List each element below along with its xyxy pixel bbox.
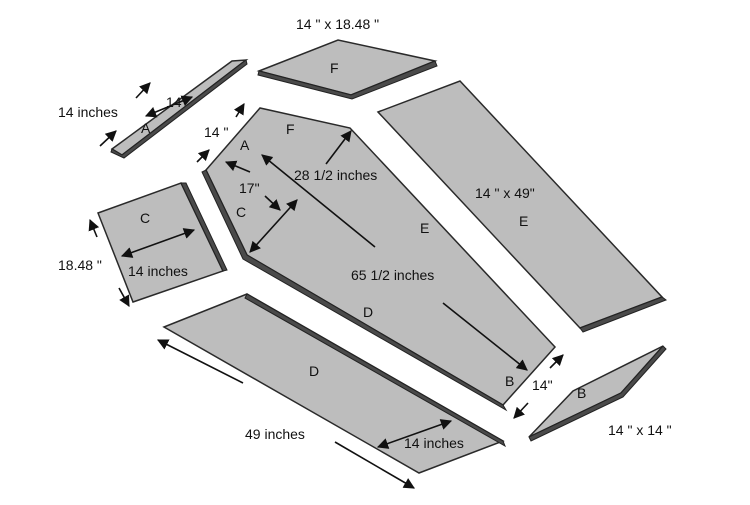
coffin-b-arrow-lower	[513, 402, 529, 419]
coffin-body-edge	[201, 169, 508, 412]
coffin-b-dim: 14"	[532, 377, 553, 393]
panel-d: D 49 inches 14 inches	[157, 293, 506, 489]
panel-d-length-label: 49 inches	[245, 426, 305, 442]
coffin-a-letter: A	[240, 137, 250, 153]
coffin-shoulder-label: 28 1/2 inches	[294, 167, 377, 183]
coffin-b-arrow-upper	[549, 354, 564, 369]
panel-a-side-arrow-lower	[99, 130, 117, 147]
coffin-a-arrow-lower	[196, 149, 210, 163]
panel-f-shape	[256, 39, 438, 96]
panel-a-width-arrow	[144, 95, 194, 118]
coffin-e-letter: E	[420, 220, 429, 236]
panel-c-width-arrow	[120, 228, 196, 258]
panel-c-width-label: 14 inches	[128, 263, 188, 279]
panel-f-edge	[257, 60, 438, 100]
coffin-length-arrow-upper	[261, 154, 376, 248]
panel-d-edge	[244, 293, 506, 448]
panel-a-side-label: 14 inches	[58, 104, 118, 120]
panel-d-length-arrow-lower	[334, 441, 415, 489]
panel-e: 14 " x 49" E	[376, 80, 668, 333]
coffin-length-arrow-lower	[442, 302, 528, 371]
coffin-d-letter: D	[363, 304, 373, 320]
panel-b-edge	[528, 345, 667, 442]
panel-b: B 14 " x 14 "	[528, 345, 672, 442]
coffin-shoulder-arrow	[325, 130, 352, 165]
panel-a-letter: A	[141, 120, 151, 136]
coffin-body: A 14 " F C 17" 28 1/2 inches E 65 1/2 in…	[196, 103, 564, 419]
panel-c-edge	[180, 182, 228, 272]
coffin-c-dim-arrow-lower	[264, 195, 281, 211]
panel-b-letter: B	[577, 385, 586, 401]
panel-f-letter: F	[330, 60, 339, 76]
panel-e-size-label: 14 " x 49"	[475, 185, 535, 201]
panel-c-side-arrow-upper	[88, 218, 100, 238]
coffin-a-dim: 14 "	[204, 124, 228, 140]
coffin-length-label: 65 1/2 inches	[351, 267, 434, 283]
panel-f-size-label: 14 " x 18.48 "	[296, 16, 379, 32]
coffin-b-letter: B	[505, 373, 514, 389]
panel-d-width-label: 14 inches	[404, 435, 464, 451]
panel-e-letter: E	[519, 213, 528, 229]
coffin-c-letter: C	[236, 204, 246, 220]
panel-c: C 14 inches 18.48 "	[58, 182, 228, 307]
coffin-a-arrow-upper	[233, 103, 245, 118]
panel-c-letter: C	[140, 210, 150, 226]
panel-e-edge	[579, 296, 668, 333]
panel-f: F 14 " x 18.48 "	[256, 16, 438, 100]
panel-b-size-label: 14 " x 14 "	[608, 422, 672, 438]
panel-c-side-arrow-lower	[118, 287, 130, 307]
panel-d-width-arrow	[376, 419, 453, 449]
panel-a: A 14 " 14 inches	[58, 59, 249, 159]
panel-d-letter: D	[309, 363, 319, 379]
coffin-c-dim: 17"	[239, 180, 260, 196]
coffin-f-letter: F	[286, 121, 295, 137]
panel-a-side-arrow-upper	[135, 82, 151, 99]
panel-c-side-label: 18.48 "	[58, 257, 102, 273]
coffin-c-dim-arrow-upper	[224, 160, 251, 173]
panel-d-length-arrow-upper	[157, 339, 244, 384]
panel-a-edge	[110, 59, 248, 159]
coffin-c-width-arrow	[249, 199, 298, 253]
